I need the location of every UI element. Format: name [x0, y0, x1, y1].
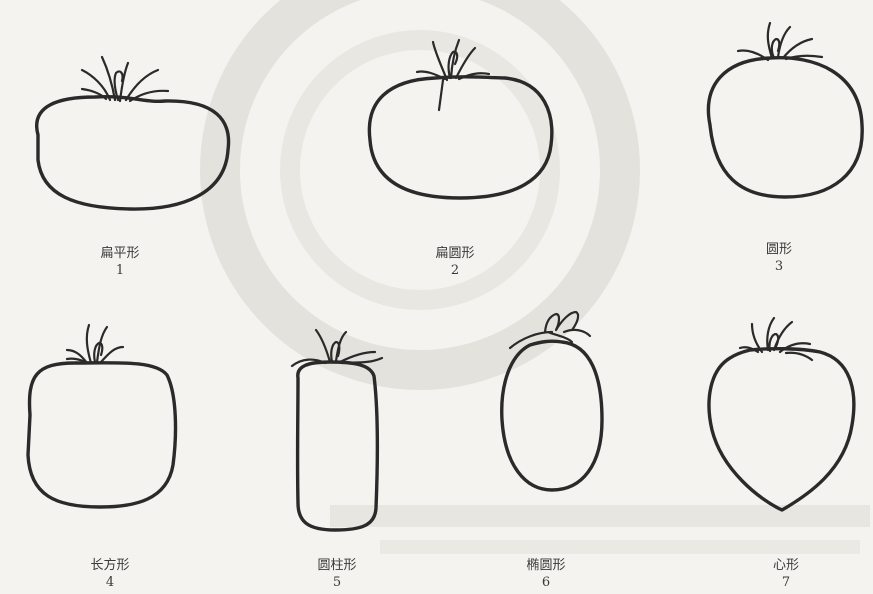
shape-number-5: 5: [277, 575, 397, 590]
shape-number-3: 3: [719, 259, 839, 274]
shape-name-7: 心形: [773, 558, 799, 573]
tomato-6-elliptical: [490, 300, 615, 500]
shape-name-5: 圆柱形: [317, 558, 356, 573]
shape-number-6: 6: [486, 575, 606, 590]
shape-name-3: 圆形: [766, 242, 792, 257]
tomato-3-round: [690, 15, 873, 210]
shape-number-4: 4: [50, 575, 170, 590]
tomato-1-flat: [20, 45, 240, 220]
shape-label-4: 长方形 4: [50, 557, 170, 590]
shape-name-4: 长方形: [90, 558, 129, 573]
shape-label-1: 扁平形 1: [60, 245, 180, 278]
shape-label-5: 圆柱形 5: [277, 557, 397, 590]
shape-label-7: 心形 7: [726, 557, 846, 590]
shape-name-2: 扁圆形: [435, 246, 474, 261]
shape-number-7: 7: [726, 575, 846, 590]
shape-label-3: 圆形 3: [719, 241, 839, 274]
shape-number-2: 2: [395, 263, 515, 278]
tomato-2-oblate: [355, 30, 565, 210]
shape-name-1: 扁平形: [100, 246, 139, 261]
tomato-7-heart: [700, 310, 865, 520]
shape-name-6: 椭圆形: [526, 558, 565, 573]
tomato-5-cylindrical: [280, 318, 400, 538]
shape-label-2: 扁圆形 2: [395, 245, 515, 278]
shape-label-6: 椭圆形 6: [486, 557, 606, 590]
shape-number-1: 1: [60, 263, 180, 278]
tomato-4-oblong: [15, 315, 185, 515]
